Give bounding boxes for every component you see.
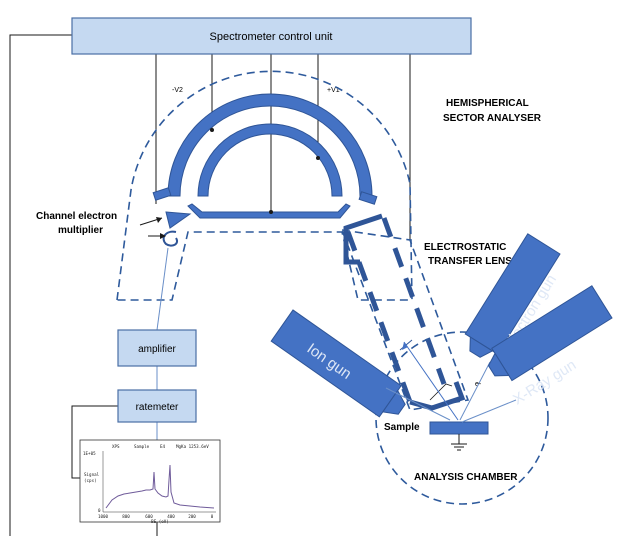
spectrum-x-tick-2: 600 (145, 514, 153, 519)
channel-electron-multiplier (139, 211, 192, 247)
ratemeter-box: ratemeter (117, 389, 197, 423)
spectrum-x-tick-1: 800 (122, 514, 130, 519)
spectrum-header-right: MgKa 1253.6eV (176, 444, 209, 449)
spectrum-y-label-top: Signal (84, 472, 100, 477)
lens-label-line2: TRANSFER LENS (428, 256, 512, 267)
cem-label-line1: Channel electron (36, 211, 117, 222)
hemispherical-analyser (152, 93, 378, 219)
neg-voltage-label: -V2 (172, 87, 183, 94)
outer-hemisphere (167, 93, 373, 197)
amplifier-box: amplifier (117, 329, 197, 367)
spectrum-header-mid2: E4 (160, 444, 166, 449)
analysis-chamber (375, 331, 549, 505)
spectrum-y-tick-top: 1E+05 (83, 451, 96, 456)
sample-label: Sample (384, 422, 420, 433)
lens-envelope (340, 229, 470, 411)
spectrum-y-tick-bot: 0 (98, 508, 101, 513)
spectrum-header-mid1: Sample (134, 444, 150, 449)
signal-line (156, 247, 169, 331)
entrance-slit-plate (187, 203, 351, 219)
sample-holder (429, 421, 489, 435)
pos-voltage-label: +V1 (327, 87, 340, 94)
spectrum-x-tick-0: 1000 (98, 514, 109, 519)
spectrum-x-tick-3: 400 (167, 514, 175, 519)
spectrum-x-tick-4: 200 (188, 514, 196, 519)
left-aperture (152, 187, 172, 201)
right-aperture (358, 191, 378, 205)
spectrum-x-tick-5: 0 (211, 514, 214, 519)
analyser-label-line2: SECTOR ANALYSER (443, 113, 542, 124)
amplifier-label: amplifier (138, 344, 176, 355)
spectrum-y-label-bot: (cps) (84, 478, 97, 483)
spectrum-x-label: BE (eV) (151, 519, 169, 524)
ratemeter-label: ratemeter (136, 402, 179, 413)
chamber-label: ANALYSIS CHAMBER (414, 472, 518, 483)
analyser-label-line1: HEMISPHERICAL (446, 98, 529, 109)
cem-label-line2: multiplier (58, 225, 103, 236)
photoelectron-path (403, 341, 459, 421)
control-unit-label: Spectrometer control unit (210, 31, 333, 43)
analyser-envelope (116, 70, 413, 301)
lens-label-line1: ELECTROSTATIC (424, 242, 506, 253)
spectrometer-control-unit: Spectrometer control unit (71, 17, 472, 55)
spectrum-header-left: XPS (112, 444, 120, 449)
spectrum-trace (105, 464, 215, 509)
inner-hemisphere (197, 123, 343, 197)
spectrum-inset: XPS Sample E4 MgKa 1253.6eV 1E+05 0 Sign… (79, 439, 221, 524)
